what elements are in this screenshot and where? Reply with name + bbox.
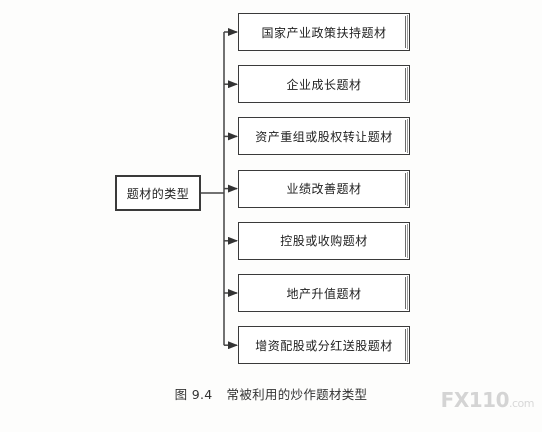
caption-text: 常被利用的炒作题材类型	[226, 387, 368, 402]
child-node: 增资配股或分红送股题材	[238, 326, 410, 365]
child-node: 资产重组或股权转让题材	[238, 117, 410, 156]
figure-caption: 图 9.4 常被利用的炒作题材类型	[0, 384, 542, 403]
watermark-suffix: .com	[509, 397, 535, 410]
figure-number: 图 9.4	[174, 387, 213, 402]
watermark-logo: FX110.com	[440, 388, 535, 412]
child-node-label: 资产重组或股权转让题材	[255, 129, 393, 144]
child-node-label: 控股或收购题材	[280, 234, 368, 249]
child-node: 国家产业政策扶持题材	[238, 13, 410, 51]
child-node: 企业成长题材	[238, 65, 410, 104]
child-node-label: 地产升值题材	[286, 286, 362, 301]
child-node-label: 企业成长题材	[286, 77, 362, 92]
root-node: 题材的类型	[115, 175, 201, 211]
root-label: 题材的类型	[126, 186, 190, 201]
child-node-label: 业绩改善题材	[286, 182, 362, 197]
child-node: 控股或收购题材	[238, 221, 410, 260]
child-node-label: 增资配股或分红送股题材	[255, 338, 393, 353]
child-node: 业绩改善题材	[238, 169, 410, 208]
watermark-brand: FX110	[440, 388, 510, 412]
child-node-label: 国家产业政策扶持题材	[261, 25, 387, 40]
child-node: 地产升值题材	[238, 274, 410, 312]
